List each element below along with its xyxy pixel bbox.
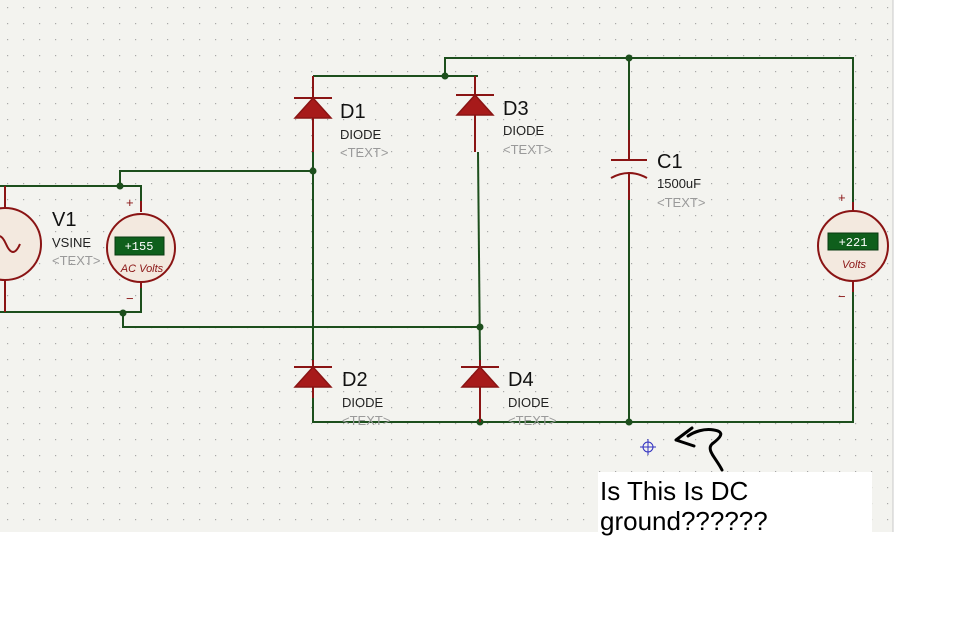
diode-d2[interactable]: D2 DIODE <TEXT> xyxy=(293,360,390,428)
c1-text: <TEXT> xyxy=(657,195,705,210)
hand-drawn-arrow-icon xyxy=(674,426,724,472)
wire-right xyxy=(312,282,854,423)
wire-ac-top xyxy=(0,185,142,201)
ac-meter-plus: + xyxy=(126,195,134,210)
wires xyxy=(0,54,854,426)
ac-voltmeter[interactable]: +155 AC Volts + − xyxy=(106,195,176,306)
wire-ac-bottom xyxy=(0,288,142,313)
c1-ref: C1 xyxy=(657,151,683,173)
d3-ref: D3 xyxy=(503,98,529,120)
annotation-line-2: ground?????? xyxy=(600,506,768,536)
diode-d4[interactable]: D4 DIODE <TEXT> xyxy=(460,360,556,428)
dc-meter-plus: + xyxy=(838,190,846,205)
ac-meter-unit: AC Volts xyxy=(120,263,164,275)
annotation-note: Is This Is DC ground?????? xyxy=(598,472,872,536)
wire-top xyxy=(313,57,854,210)
v1-type: VSINE xyxy=(52,235,91,250)
crosshair-target-icon xyxy=(640,439,656,455)
d2-text: <TEXT> xyxy=(342,413,390,428)
d4-type: DIODE xyxy=(508,395,550,410)
v1-text: <TEXT> xyxy=(52,253,100,268)
d4-ref: D4 xyxy=(508,369,534,391)
diode-d1[interactable]: D1 DIODE <TEXT> xyxy=(293,76,388,160)
d2-ref: D2 xyxy=(342,369,368,391)
d3-text: <TEXT> xyxy=(503,142,551,157)
dc-voltmeter[interactable]: +221 Volts + − xyxy=(817,190,889,304)
source-v1[interactable]: V1 VSINE <TEXT> xyxy=(0,186,100,312)
dc-meter-minus: − xyxy=(838,289,846,304)
c1-value: 1500uF xyxy=(657,176,701,191)
d1-text: <TEXT> xyxy=(340,145,388,160)
dc-meter-reading: +221 xyxy=(839,236,868,250)
capacitor-c1[interactable]: C1 1500uF <TEXT> xyxy=(610,130,705,210)
d4-text: <TEXT> xyxy=(508,413,556,428)
ac-meter-minus: − xyxy=(126,291,134,306)
d1-ref: D1 xyxy=(340,101,366,123)
d1-type: DIODE xyxy=(340,127,382,142)
d3-type: DIODE xyxy=(503,123,545,138)
ac-meter-reading: +155 xyxy=(125,240,154,254)
d2-type: DIODE xyxy=(342,395,384,410)
dc-meter-unit: Volts xyxy=(842,259,867,271)
schematic-sheet xyxy=(0,0,894,532)
annotation-line-1: Is This Is DC xyxy=(600,476,748,506)
v1-ref: V1 xyxy=(52,209,76,231)
diode-d3[interactable]: D3 DIODE <TEXT> xyxy=(455,76,551,157)
